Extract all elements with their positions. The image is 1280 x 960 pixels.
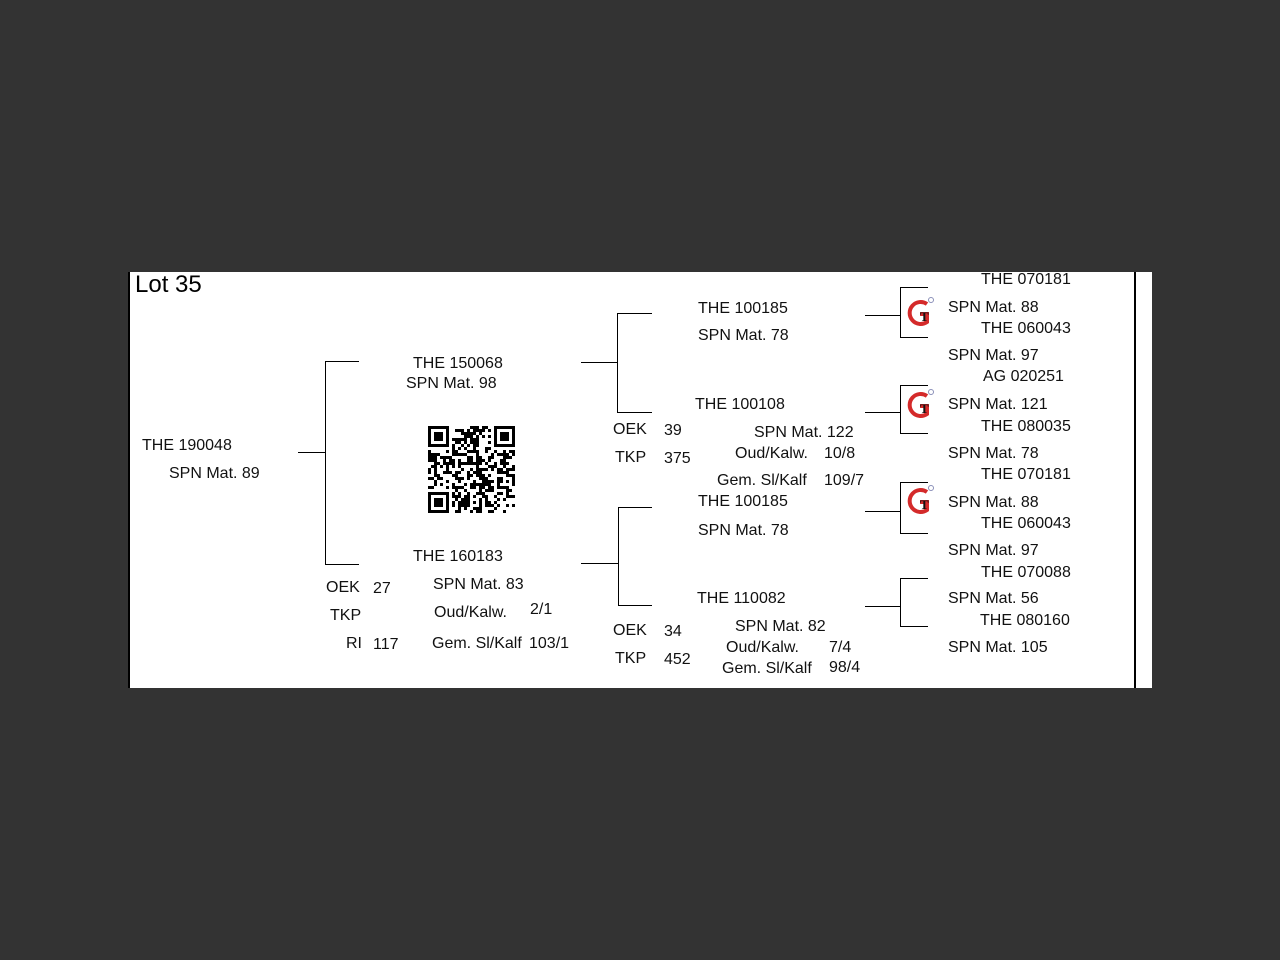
dd-spn: SPN Mat. 82 bbox=[735, 618, 826, 635]
connector bbox=[900, 287, 928, 288]
ds-id: THE 100185 bbox=[698, 493, 788, 510]
dam-oek: 27 bbox=[373, 580, 391, 597]
connector bbox=[900, 578, 928, 579]
dam-spn: SPN Mat. 83 bbox=[433, 576, 524, 593]
svg-text:T: T bbox=[920, 497, 929, 512]
svg-text:T: T bbox=[920, 401, 929, 416]
gt-logo-icon: T bbox=[907, 485, 934, 514]
ds-spn: SPN Mat. 78 bbox=[698, 522, 789, 539]
animal-spn: SPN Mat. 89 bbox=[169, 465, 260, 482]
connector bbox=[900, 433, 928, 434]
sd-tkp-label: TKP bbox=[615, 449, 647, 466]
connector bbox=[900, 287, 901, 337]
dam-gem: 103/1 bbox=[529, 635, 570, 652]
connector bbox=[618, 605, 652, 606]
sd-oek-label: OEK bbox=[613, 421, 647, 438]
connector bbox=[900, 578, 901, 626]
connector bbox=[325, 361, 359, 362]
sd-oek: 39 bbox=[664, 422, 682, 439]
sdd-id: THE 080035 bbox=[981, 418, 1071, 435]
connector bbox=[900, 626, 928, 627]
connector bbox=[865, 315, 900, 316]
connector bbox=[900, 482, 928, 483]
dds-id: THE 070088 bbox=[981, 564, 1071, 581]
dd-oek-label: OEK bbox=[613, 622, 647, 639]
qr-code-icon bbox=[428, 426, 515, 513]
animal-id: THE 190048 bbox=[142, 437, 232, 454]
connector bbox=[865, 412, 900, 413]
dam-id: THE 160183 bbox=[413, 548, 503, 565]
connector bbox=[900, 482, 901, 533]
ssd-spn: SPN Mat. 97 bbox=[948, 347, 1039, 364]
sd-spn: SPN Mat. 122 bbox=[754, 424, 854, 441]
connector bbox=[900, 533, 928, 534]
dss-id: THE 070181 bbox=[981, 466, 1071, 483]
pedigree-sheet: Lot 35 THE 190048 SPN Mat. 89 THE 150068… bbox=[128, 272, 1152, 688]
sd-oud: 10/8 bbox=[824, 445, 856, 462]
dds-spn: SPN Mat. 56 bbox=[948, 590, 1039, 607]
sd-id: THE 100108 bbox=[695, 396, 785, 413]
lot-title: Lot 35 bbox=[135, 272, 202, 298]
left-border bbox=[128, 272, 130, 688]
dd-id: THE 110082 bbox=[697, 590, 786, 607]
connector bbox=[865, 511, 900, 512]
connector bbox=[900, 337, 928, 338]
ssd-id: THE 060043 bbox=[981, 320, 1071, 337]
dam-oud: 2/1 bbox=[530, 601, 553, 618]
connector bbox=[581, 563, 618, 564]
dd-oud: 7/4 bbox=[829, 639, 852, 656]
sd-gem-label: Gem. Sl/Kalf bbox=[717, 472, 807, 489]
sd-tkp: 375 bbox=[664, 450, 691, 467]
connector bbox=[325, 361, 326, 564]
gt-logo-icon: T bbox=[907, 297, 934, 326]
sds-id: AG 020251 bbox=[983, 368, 1064, 385]
dam-oek-label: OEK bbox=[326, 579, 360, 596]
ss-id: THE 100185 bbox=[698, 300, 788, 317]
sss-spn: SPN Mat. 88 bbox=[948, 299, 1039, 316]
dam-tkp-label: TKP bbox=[330, 607, 362, 624]
connector bbox=[618, 507, 652, 508]
ddd-spn: SPN Mat. 105 bbox=[948, 639, 1048, 656]
svg-text:T: T bbox=[920, 309, 929, 324]
sd-oud-label: Oud/Kalw. bbox=[735, 445, 808, 462]
sd-gem: 109/7 bbox=[824, 472, 865, 489]
sdd-spn: SPN Mat. 78 bbox=[948, 445, 1039, 462]
connector bbox=[617, 412, 652, 413]
connector bbox=[298, 452, 325, 453]
dsd-spn: SPN Mat. 97 bbox=[948, 542, 1039, 559]
connector bbox=[617, 313, 618, 412]
gt-logo-icon: T bbox=[907, 389, 934, 418]
ddd-id: THE 080160 bbox=[980, 612, 1070, 629]
sire-spn: SPN Mat. 98 bbox=[406, 375, 497, 392]
dd-oek: 34 bbox=[664, 623, 682, 640]
dam-ri: 117 bbox=[373, 636, 399, 653]
sire-id: THE 150068 bbox=[413, 355, 503, 372]
dd-tkp-label: TKP bbox=[615, 650, 647, 667]
dss-spn: SPN Mat. 88 bbox=[948, 494, 1039, 511]
connector bbox=[865, 606, 900, 607]
dd-tkp: 452 bbox=[664, 651, 691, 668]
dam-gem-label: Gem. Sl/Kalf bbox=[432, 635, 522, 652]
ss-spn: SPN Mat. 78 bbox=[698, 327, 789, 344]
connector bbox=[900, 385, 928, 386]
dd-gem-label: Gem. Sl/Kalf bbox=[722, 660, 812, 677]
dd-gem: 98/4 bbox=[829, 659, 861, 676]
right-border bbox=[1134, 272, 1136, 688]
connector bbox=[617, 313, 652, 314]
sss-id: THE 070181 bbox=[981, 272, 1071, 288]
connector bbox=[618, 507, 619, 605]
dsd-id: THE 060043 bbox=[981, 515, 1071, 532]
dam-ri-label: RI bbox=[346, 635, 362, 652]
connector bbox=[900, 385, 901, 433]
sds-spn: SPN Mat. 121 bbox=[948, 396, 1048, 413]
dd-oud-label: Oud/Kalw. bbox=[726, 639, 799, 656]
connector bbox=[325, 564, 359, 565]
dam-oud-label: Oud/Kalw. bbox=[434, 604, 507, 621]
connector bbox=[581, 362, 617, 363]
